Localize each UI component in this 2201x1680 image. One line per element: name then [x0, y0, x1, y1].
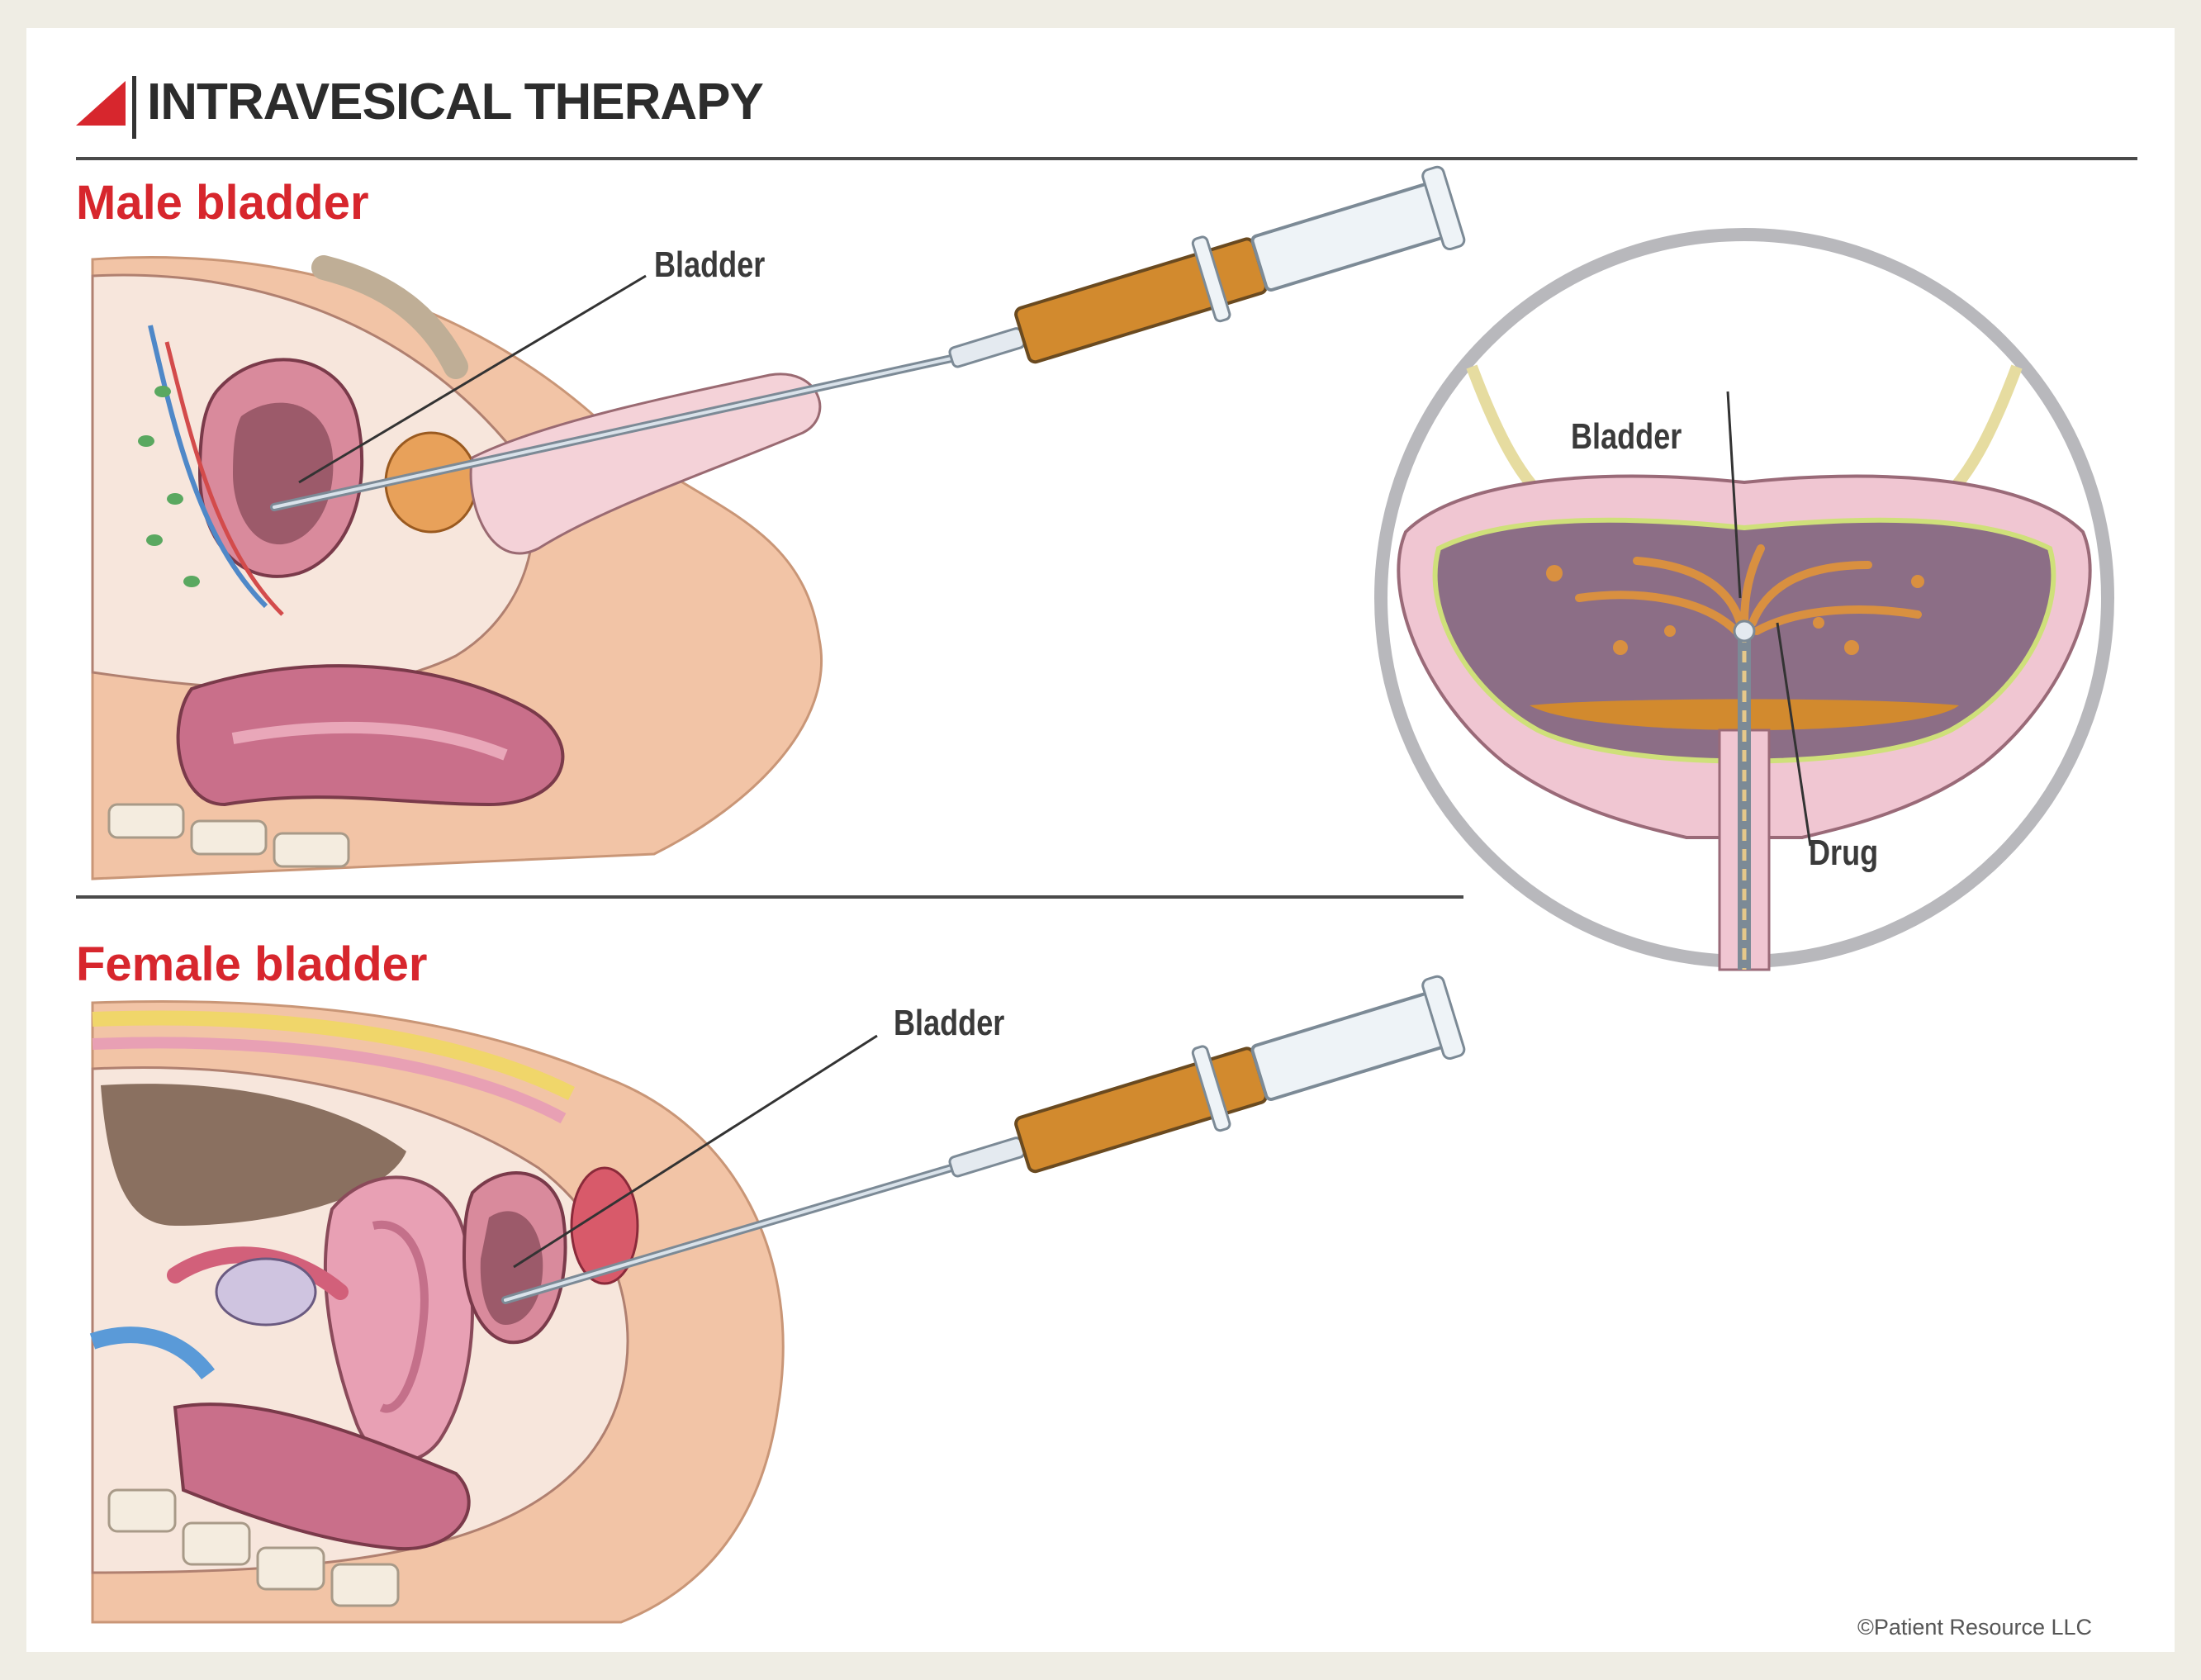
- header-divider: [132, 76, 136, 139]
- bladder-inset-illustration: [1340, 235, 2149, 978]
- header-rule: [76, 157, 2137, 160]
- male-section-label: Male bladder: [76, 175, 369, 230]
- female-anatomy-illustration: [76, 978, 1563, 1639]
- section-divider: [76, 895, 1463, 899]
- inset-bladder-label: Bladder: [1571, 416, 1682, 458]
- female-bladder-callout: Bladder: [894, 1003, 1004, 1044]
- illustration-card: INTRAVESICAL THERAPY Male bladder: [26, 28, 2175, 1652]
- inset-drug-label: Drug: [1809, 833, 1878, 874]
- copyright-notice: ©Patient Resource LLC: [1857, 1615, 2092, 1640]
- header-triangle-icon: [76, 81, 126, 126]
- page-title: INTRAVESICAL THERAPY: [147, 73, 763, 131]
- male-bladder-callout: Bladder: [654, 244, 765, 286]
